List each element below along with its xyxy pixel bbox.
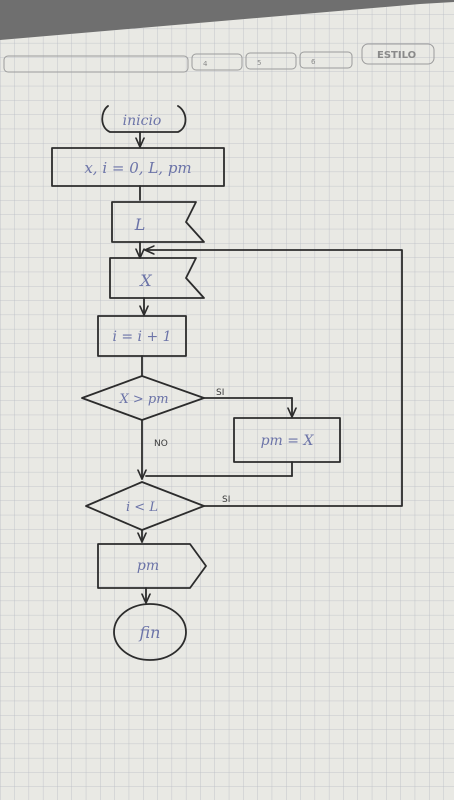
assign-process-box bbox=[233, 417, 341, 463]
loop-back-arrow bbox=[146, 250, 403, 507]
output-label: pm bbox=[137, 558, 159, 574]
yes-label-2: SI bbox=[222, 495, 230, 505]
start-terminal bbox=[101, 105, 187, 133]
header-tab-3: 6 bbox=[311, 58, 316, 66]
init-process-box bbox=[51, 147, 225, 187]
notebook-header: 4 5 6 ESTILO bbox=[3, 43, 435, 73]
init-label: x, i = 0, L, pm bbox=[84, 159, 191, 177]
input-l-box bbox=[111, 201, 205, 243]
input-x-label: X bbox=[138, 271, 152, 290]
header-tab-1: 4 bbox=[203, 60, 208, 68]
header-tab-2: 5 bbox=[257, 59, 261, 67]
header-tab-box-2 bbox=[245, 52, 297, 70]
increment-label: i = i + 1 bbox=[112, 329, 171, 345]
decision-x-gt-pm-label: X > pm bbox=[118, 392, 168, 407]
start-label: inicio bbox=[123, 113, 162, 129]
brand-logo-text: ESTILO bbox=[377, 50, 416, 61]
header-tab-box-3 bbox=[299, 51, 353, 69]
decision-i-lt-l-label: i < L bbox=[126, 500, 158, 515]
end-terminal bbox=[113, 603, 187, 661]
header-tab-box-1 bbox=[191, 53, 243, 71]
no-label: NO bbox=[154, 439, 168, 449]
end-label: fin bbox=[139, 623, 161, 642]
header-field-box bbox=[3, 55, 189, 73]
yes-label-1: SI bbox=[216, 388, 224, 398]
input-l-label: L bbox=[134, 215, 146, 234]
input-x-box bbox=[109, 257, 205, 299]
assign-label: pm = X bbox=[261, 433, 315, 449]
output-display-box bbox=[97, 543, 207, 589]
brand-box bbox=[361, 43, 435, 65]
